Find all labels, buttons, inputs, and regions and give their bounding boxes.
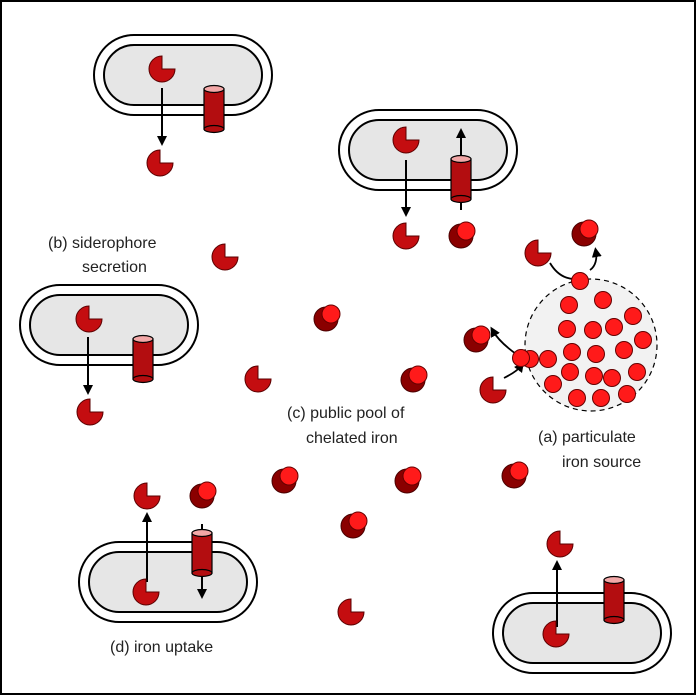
siderophore-icon [244,365,272,393]
chelated-iron-icon [448,221,476,249]
transporter-top-middle-icon [450,154,472,204]
siderophore-icon [392,126,420,154]
siderophore-icon [133,482,161,510]
siderophore-icon [524,239,552,267]
dissolution-arrow-mid [490,326,517,355]
iron-particle-icon [605,318,623,336]
label-particulate-source: (a) particulate [538,429,636,446]
iron-particle-icon [594,291,612,309]
siderophore-icon [211,243,239,271]
transporter-top-left-icon [203,84,225,134]
iron-particle-icon [587,345,605,363]
iron-particle-icon [560,296,578,314]
iron-particle-icon [592,389,610,407]
siderophore-icon [546,530,574,558]
dissolution-arrow-lower [503,362,525,379]
iron-particle-icon [563,343,581,361]
iron-particle-icon [568,389,586,407]
siderophores-layer [75,55,599,648]
iron-particle-icon [512,349,530,367]
label-public-pool-2: chelated iron [306,430,398,447]
siderophore-icon [132,578,160,606]
dissolution-arrow-upper-right [589,247,602,271]
iron-particle-icon [544,375,562,393]
iron-particle-icon [615,341,633,359]
siderophore-icon [542,620,570,648]
iron-particle-icon [624,307,642,325]
siderophore-icon [148,55,176,83]
iron-particle-icon [634,331,652,349]
siderophore-icon [337,598,365,626]
iron-particle-icon [628,363,646,381]
transporter-left-icon [132,334,154,384]
siderophore-icon [392,222,420,250]
iron-particle-icon [571,272,589,290]
label-particulate-source-2: iron source [562,454,641,471]
iron-particle-icon [618,385,636,403]
chelated-iron-icon [189,481,217,509]
iron-particles-layer [512,272,652,407]
iron-particle-icon [539,350,557,368]
chelated-iron-icon [463,325,491,353]
bacterium-left [19,284,199,366]
label-siderophore-secretion: (b) siderophore [48,235,157,252]
transporters-layer [132,84,625,625]
chelated-iron-icon [313,304,341,332]
bacterium-bottom-left [78,541,258,623]
chelated-iron-icon [501,461,529,489]
chelated-iron-icon [340,511,368,539]
siderophore-icon [76,398,104,426]
label-iron-uptake: (d) iron uptake [110,639,213,656]
chelated-iron-icon [394,466,422,494]
iron-particle-icon [584,321,602,339]
iron-particle-icon [603,369,621,387]
iron-particle-icon [558,320,576,338]
label-public-pool: (c) public pool of [287,405,405,422]
chelated-iron-icon [571,219,599,247]
bacterium-top-middle [338,109,518,191]
chelated-iron-icon [400,365,428,393]
chelated-iron-icon [271,466,299,494]
transporter-bottom-left-icon [191,528,213,578]
siderophore-icon [146,149,174,177]
iron-particle-icon [585,367,603,385]
siderophore-icon [75,305,103,333]
transporter-bottom-right-icon [603,575,625,625]
label-siderophore-secretion-2: secretion [82,259,147,276]
bacterium-top-left [93,34,273,116]
iron-particle-icon [561,363,579,381]
bacterium-bottom-right [492,592,672,674]
siderophore-icon [479,376,507,404]
